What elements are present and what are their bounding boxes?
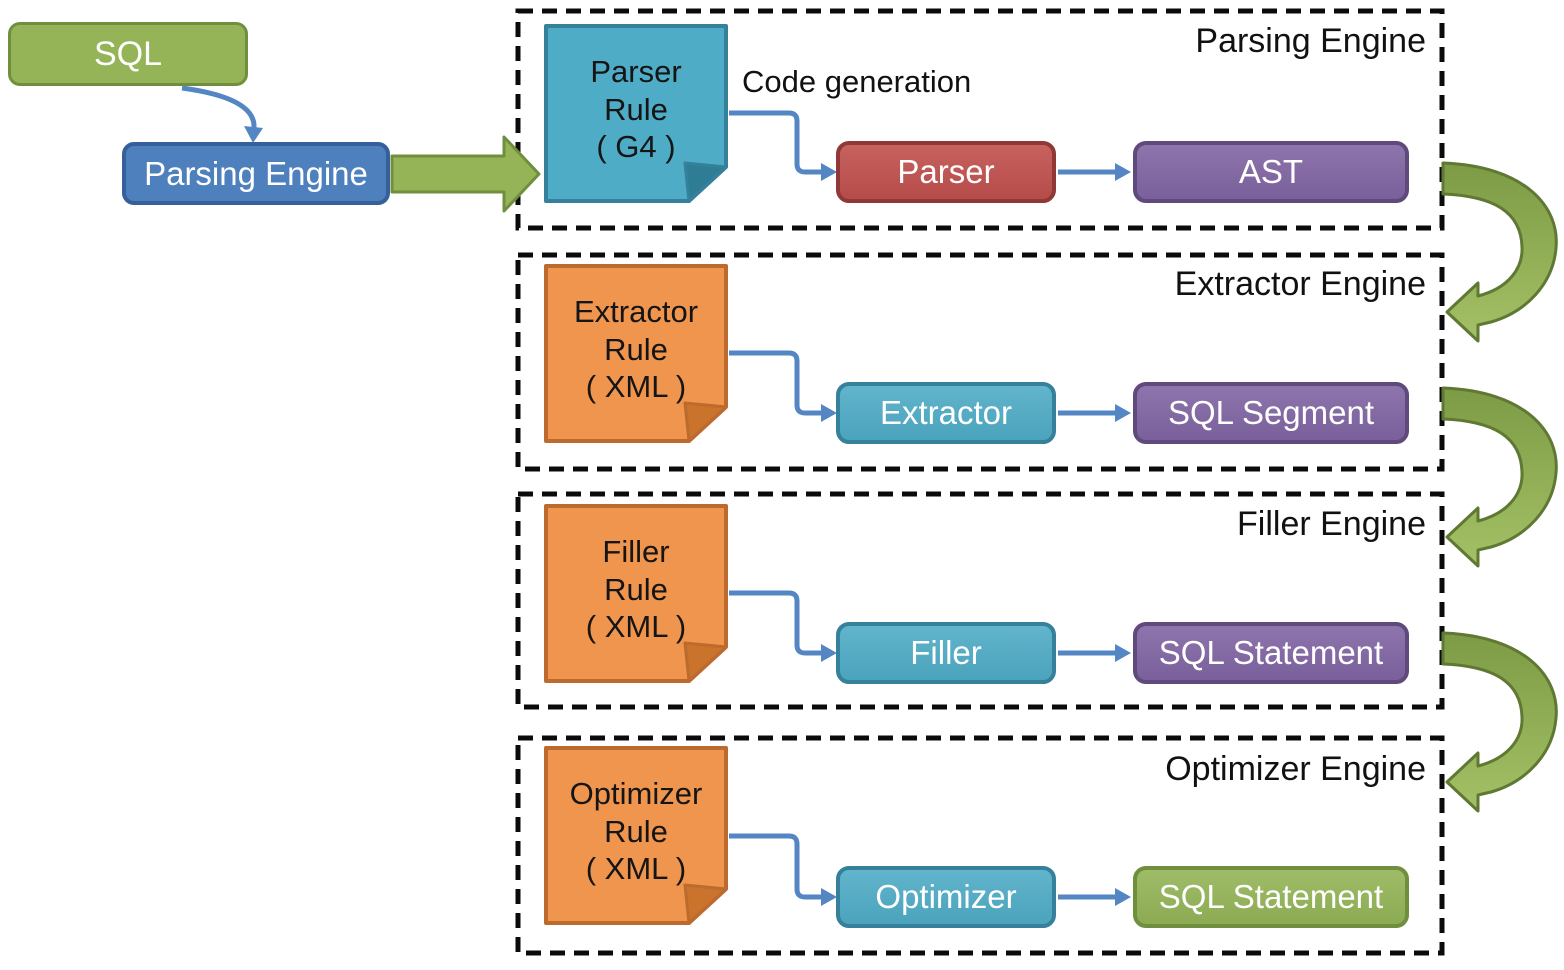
engine-title-parsing: Parsing Engine (1195, 22, 1426, 60)
engine-boundary-filler (515, 491, 1445, 710)
rule-connectors (729, 110, 823, 900)
output-box-sql-statement-final: SQL Statement (1133, 866, 1409, 928)
rule-note-filler: Filler Rule ( XML ) (543, 503, 729, 684)
rule-line: Parser (590, 53, 682, 89)
curved-flow-arrow-3 (1441, 631, 1558, 813)
output-label: SQL Segment (1167, 394, 1375, 431)
processor-output-arrows (1058, 169, 1116, 900)
engine-boundary-parsing (515, 8, 1445, 231)
output-label: SQL Statement (1158, 878, 1384, 915)
processor-box-extractor: Extractor (836, 382, 1056, 444)
processor-label: Extractor (879, 394, 1013, 431)
note-fold-icon (683, 641, 728, 683)
processor-label: Parser (897, 153, 995, 190)
sql-to-engine-arrow (181, 85, 263, 143)
rule-note-optimizer: Optimizer Rule ( XML ) (543, 745, 729, 926)
note-fold-icon (683, 401, 728, 443)
rule-note-parser: Parser Rule ( G4 ) (543, 23, 729, 204)
note-fold-icon (683, 161, 728, 203)
engine-boundaries (515, 8, 1445, 956)
engine-boundary-optimizer (515, 735, 1445, 956)
processor-box-optimizer: Optimizer (836, 866, 1056, 928)
sql-box: SQL (8, 22, 248, 86)
processor-box-filler: Filler (836, 622, 1056, 684)
rule-connector-2 (729, 350, 823, 416)
rule-line: Rule (604, 331, 668, 367)
rule-line: ( XML ) (585, 609, 687, 645)
rule-line: Rule (604, 91, 668, 127)
flow-arrow-parsing-input (390, 135, 541, 213)
engine-title-extractor: Extractor Engine (1174, 265, 1426, 303)
rule-line: Rule (604, 571, 668, 607)
note-shape-orange (544, 264, 728, 443)
engine-boundary-extractor (515, 252, 1445, 472)
rule-connector-1 (729, 110, 823, 175)
processor-label: Optimizer (875, 878, 1017, 915)
note-shape-teal (544, 24, 728, 203)
rule-line: Filler (602, 533, 670, 569)
processor-label: Filler (910, 634, 982, 671)
output-box-sql-segment: SQL Segment (1133, 382, 1409, 444)
note-shape-orange (544, 504, 728, 683)
output-box-sql-statement: SQL Statement (1133, 622, 1409, 684)
engine-title-optimizer: Optimizer Engine (1165, 750, 1426, 788)
parsing-engine-box: Parsing Engine (122, 142, 390, 205)
rule-connector-heads (821, 163, 837, 906)
code-generation-label: Code generation (742, 64, 972, 99)
rule-line: Optimizer (569, 775, 703, 811)
rule-line: ( G4 ) (596, 129, 676, 165)
parsing-engine-label: Parsing Engine (144, 154, 368, 192)
note-fold-icon (683, 883, 728, 925)
processor-box-parser: Parser (836, 141, 1056, 203)
output-label: AST (1238, 153, 1304, 190)
output-box-ast: AST (1133, 141, 1409, 203)
rule-note-extractor: Extractor Rule ( XML ) (543, 263, 729, 444)
curved-flow-arrow-1 (1441, 161, 1558, 343)
processor-output-arrow-heads (1115, 163, 1131, 906)
rule-connector-4 (729, 833, 823, 900)
curved-flow-arrow-2 (1441, 386, 1558, 568)
rule-line: Rule (604, 813, 668, 849)
note-shape-orange (544, 746, 728, 925)
rule-connector-3 (729, 590, 823, 656)
engine-title-filler: Filler Engine (1237, 505, 1426, 543)
rule-line: Extractor (573, 293, 699, 329)
output-label: SQL Statement (1158, 634, 1384, 671)
rule-line: ( XML ) (585, 851, 687, 887)
sql-label: SQL (93, 34, 163, 73)
rule-line: ( XML ) (585, 369, 687, 405)
